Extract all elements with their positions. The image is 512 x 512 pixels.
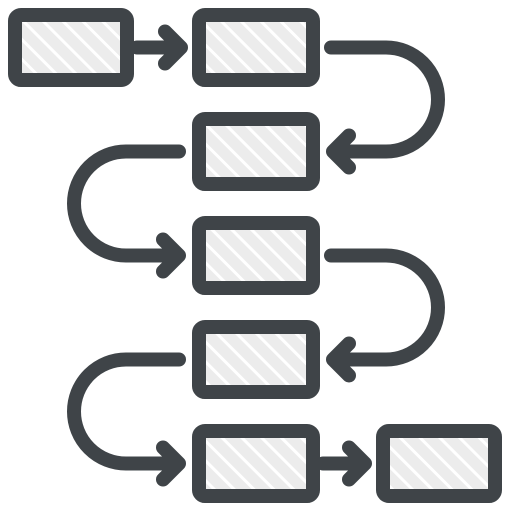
connectors	[67, 24, 445, 487]
connector-arrow-1	[130, 24, 188, 71]
process-box-3	[192, 112, 320, 191]
connector-arrow-3	[67, 144, 186, 279]
process-box-7	[376, 424, 502, 503]
connector-arrow-2	[324, 40, 445, 175]
process-boxes	[8, 8, 502, 503]
connector-arrow-6	[316, 440, 372, 487]
process-box-1	[8, 8, 134, 87]
process-box-2	[192, 8, 320, 87]
connector-arrow-5	[67, 352, 186, 487]
process-box-6	[192, 424, 320, 503]
connector-arrow-4	[324, 248, 445, 383]
process-box-5	[192, 320, 320, 399]
process-box-4	[192, 216, 320, 295]
